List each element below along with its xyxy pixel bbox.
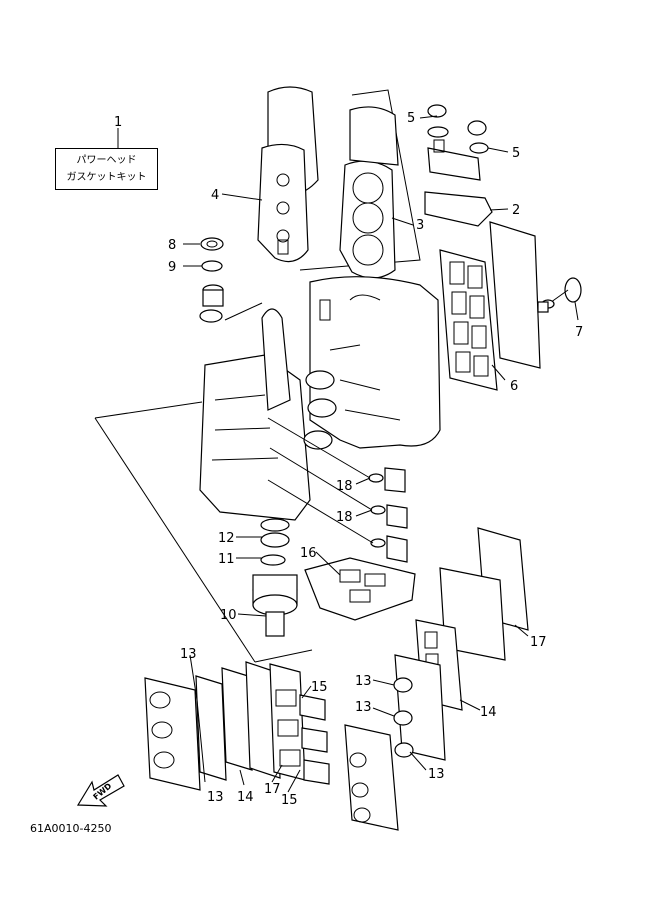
cylinder-gasket-part-3 <box>299 89 421 279</box>
callout-1: 1 <box>114 115 122 130</box>
callout-15b: 15 <box>281 793 298 808</box>
callout-18b: 18 <box>336 510 353 525</box>
callout-13d: 13 <box>355 700 372 715</box>
callout-15a: 15 <box>311 680 328 695</box>
callout-17a: 17 <box>264 782 281 797</box>
callout-labels: 2 3 4 5 5 6 7 8 9 10 11 12 13 13 13 13 1… <box>114 111 583 808</box>
callout-13b: 13 <box>207 790 224 805</box>
right-intake-stack <box>344 527 529 831</box>
callout-6: 6 <box>510 379 518 394</box>
exhaust-gasket-part-16 <box>304 557 416 621</box>
lower-seal-stack <box>252 518 298 637</box>
kit-name-line-2: ガスケットキット <box>66 172 147 183</box>
thermostat-part-7 <box>537 277 582 313</box>
gasket-kit-label: パワーヘッド ガスケットキット <box>55 148 158 190</box>
callout-5a: 5 <box>407 111 415 126</box>
fwd-arrow-icon <box>76 774 125 807</box>
callout-13c: 13 <box>355 674 372 689</box>
callout-4: 4 <box>211 188 219 203</box>
callout-3: 3 <box>416 218 424 233</box>
drawing-number: 61A0010-4250 <box>30 822 112 835</box>
callout-5b: 5 <box>512 146 520 161</box>
callout-13a: 13 <box>180 647 197 662</box>
crankcase-block <box>199 276 441 521</box>
callout-16: 16 <box>300 546 317 561</box>
callout-11: 11 <box>218 552 235 567</box>
callout-17b: 17 <box>530 635 547 650</box>
callout-9: 9 <box>168 260 176 275</box>
intake-gasket-part-6 <box>439 221 541 391</box>
cover-parts-5-2 <box>424 104 493 227</box>
upper-seal-stack <box>199 284 263 323</box>
oil-seal-part-8 <box>200 237 224 251</box>
callout-18a: 18 <box>336 479 353 494</box>
callout-8: 8 <box>168 238 176 253</box>
callout-13e: 13 <box>428 767 445 782</box>
gaskets-part-18 <box>267 417 408 563</box>
callout-10: 10 <box>220 608 237 623</box>
left-intake-stack <box>144 661 330 791</box>
o-ring-part-9 <box>201 260 223 272</box>
kit-name-line-1: パワーヘッド <box>76 155 137 166</box>
head-gasket-part-4 <box>257 86 319 263</box>
callout-12: 12 <box>218 531 235 546</box>
callout-14a: 14 <box>237 790 254 805</box>
callout-2: 2 <box>512 203 520 218</box>
callout-14b: 14 <box>480 705 497 720</box>
callout-7: 7 <box>575 325 583 340</box>
leader-lines <box>94 115 579 793</box>
